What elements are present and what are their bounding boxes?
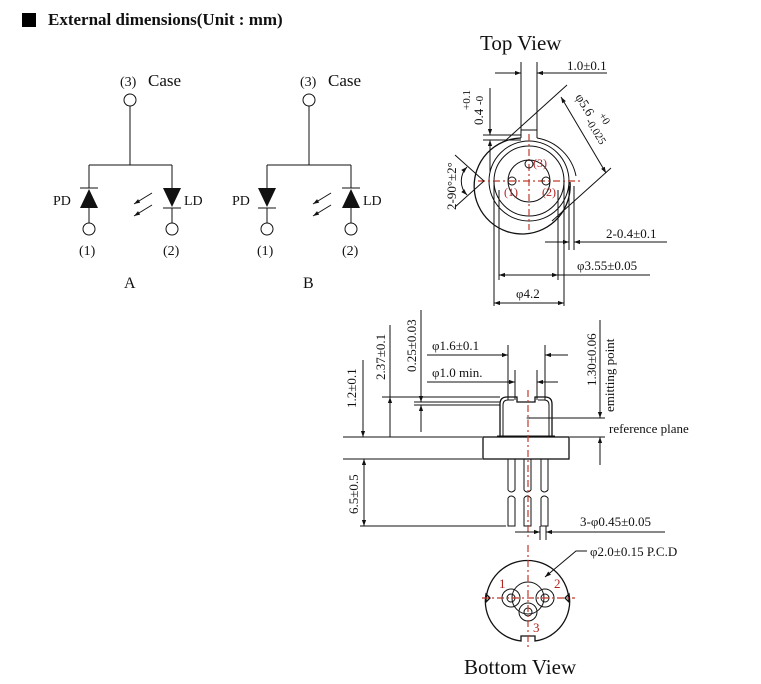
pin-1-label: (1) — [504, 185, 518, 199]
dim-window-inner: φ1.0 min. — [432, 365, 482, 380]
ld-label: LD — [363, 194, 382, 209]
dim-lead-diameter: 3-φ0.45±0.05 — [580, 514, 651, 529]
pin-2-label: (2) — [163, 244, 180, 259]
bottom-pin-3-label: 3 — [533, 620, 540, 635]
dim-flange-thickness: 1.2±0.1 — [344, 368, 359, 408]
top-view: Top View (1) (2) (3) 1.0±0.1 0.4 — [444, 31, 667, 306]
bottom-pin-2-label: 2 — [554, 576, 561, 591]
case-label: Case — [328, 71, 361, 90]
pin-2-hole — [541, 176, 551, 186]
light-arrows-icon — [312, 192, 332, 217]
dim-window-outer: φ1.6±0.1 — [432, 338, 479, 353]
bottom-view: 1 2 3 φ2.0±0.15 P.C.D Bottom View — [464, 544, 677, 679]
ld-label: LD — [184, 194, 203, 209]
emitting-point-label: emitting point — [602, 338, 617, 412]
pin-1-terminal-icon — [82, 222, 96, 236]
bottom-flange-outline — [484, 559, 571, 642]
laser-diode-icon — [163, 188, 181, 223]
dim-flange-diameter: φ4.2 — [516, 286, 540, 301]
section-heading: External dimensions(Unit : mm) — [22, 10, 283, 30]
side-view: φ1.6±0.1 φ1.0 min. 1.2 — [343, 310, 689, 540]
pin-1-label: (1) — [257, 244, 274, 259]
bottom-pin-1-label: 1 — [499, 576, 506, 591]
pin-2-label: (2) — [542, 185, 556, 199]
dim-cap-diameter: φ3.55±0.05 — [577, 258, 637, 273]
dim-notch-depth-tol-minus: -0 — [474, 95, 486, 105]
dim-notch-width: 1.0±0.1 — [567, 58, 607, 73]
dim-notch-depth-tol-plus: +0.1 — [461, 90, 473, 110]
case-terminal-icon — [302, 93, 316, 107]
pin-1-label: (1) — [79, 244, 96, 259]
circuit-b: (3) Case PD (1) LD (2) B — [232, 71, 382, 292]
case-label: Case — [148, 71, 181, 90]
pd-label: PD — [232, 194, 250, 209]
dim-pcd: φ2.0±0.15 P.C.D — [590, 544, 677, 559]
case-pin-label: (3) — [120, 75, 137, 90]
section-title: External dimensions(Unit : mm) — [48, 10, 283, 29]
dim-lead-length: 6.5±0.5 — [346, 474, 361, 514]
pin-3-label: (3) — [533, 156, 547, 170]
pd-label: PD — [53, 194, 71, 209]
variant-label-a: A — [124, 275, 136, 292]
top-view-title: Top View — [480, 31, 562, 55]
dim-notch-depth: 0.4 — [471, 108, 486, 125]
dim-angle: 2-90°±2° — [444, 162, 459, 210]
dim-diameter: φ5.6 — [572, 91, 598, 120]
dim-glass-thickness: 0.25±0.03 — [404, 319, 419, 372]
dim-slot: 2-0.4±0.1 — [606, 226, 656, 241]
pin-3-hole — [524, 159, 534, 169]
photodiode-icon — [80, 187, 98, 223]
bottom-view-title: Bottom View — [464, 655, 577, 679]
reference-plane-label: reference plane — [609, 421, 689, 436]
pin-1-hole — [507, 176, 517, 186]
pin-1-terminal-icon — [260, 222, 274, 236]
case-pin-label: (3) — [300, 75, 317, 90]
pin-2-terminal-icon — [344, 222, 358, 236]
laser-diode-icon — [342, 187, 360, 223]
light-arrows-icon — [133, 192, 153, 217]
black-square-icon — [22, 13, 36, 27]
circuit-a: (3) Case PD (1) LD (2) A — [53, 71, 203, 292]
dim-cap-height: 2.37±0.1 — [373, 334, 388, 380]
variant-label-b: B — [303, 275, 314, 292]
pin-2-terminal-icon — [165, 222, 179, 236]
dim-emitting-height: 1.30±0.06 — [584, 333, 599, 386]
photodiode-icon — [258, 188, 276, 223]
case-terminal-icon — [123, 93, 137, 107]
pin-2-label: (2) — [342, 244, 359, 259]
